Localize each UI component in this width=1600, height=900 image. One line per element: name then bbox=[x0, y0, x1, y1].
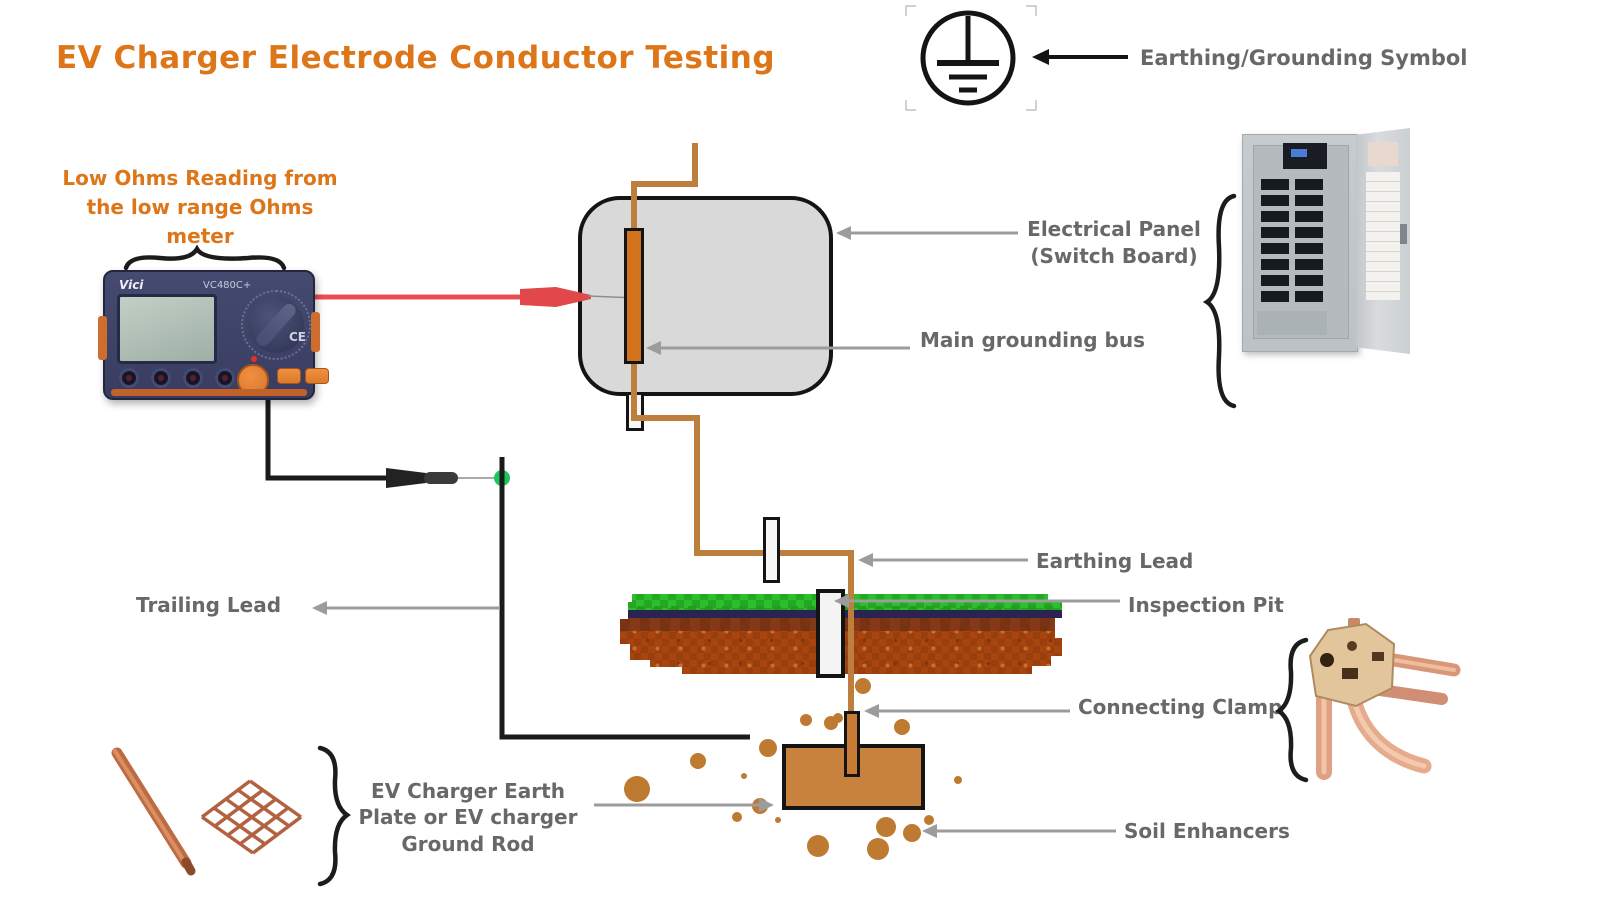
trailing-lead-arrow bbox=[312, 601, 500, 615]
ohm-meter: Vici VC480C+ CE bbox=[98, 270, 329, 400]
breaker-rows bbox=[1261, 179, 1323, 305]
trailing-lead-wire bbox=[265, 394, 750, 740]
meter-button bbox=[305, 368, 329, 384]
door-diagram-paper bbox=[1366, 172, 1400, 300]
meter-led bbox=[251, 356, 257, 362]
ground-rod-icon bbox=[111, 747, 196, 876]
label-electrical-panel: Electrical Panel (Switch Board) bbox=[1023, 216, 1205, 270]
probe-connection-dot bbox=[494, 470, 510, 486]
panel-door bbox=[1356, 128, 1410, 354]
label-main-grounding-bus: Main grounding bus bbox=[920, 328, 1145, 352]
label-inspection-pit: Inspection Pit bbox=[1128, 593, 1284, 617]
panel-cabinet bbox=[1242, 134, 1358, 352]
panel-photo-brace bbox=[1202, 193, 1237, 409]
panel-blank-area bbox=[1257, 311, 1327, 335]
connecting-clamp-box bbox=[844, 711, 860, 777]
meter-side-tab bbox=[311, 312, 320, 352]
connecting-clamp-photo bbox=[1308, 618, 1461, 780]
meter-dial-scale bbox=[241, 290, 311, 360]
meter-terminal bbox=[119, 368, 139, 388]
wire-connector-lower bbox=[763, 517, 780, 583]
label-electrical-panel-line2: (Switch Board) bbox=[1030, 244, 1198, 268]
meter-brand: Vici bbox=[119, 278, 144, 292]
meter-button bbox=[277, 368, 301, 384]
label-low-ohms-line1: Low Ohms Reading from bbox=[62, 166, 338, 190]
earth-mesh-icon bbox=[200, 779, 303, 855]
earth-plate-brace bbox=[317, 745, 351, 887]
earthing-lead-arrow bbox=[858, 553, 1028, 567]
label-low-ohms-line2: the low range Ohms meter bbox=[86, 195, 314, 248]
earthing-symbol-arrow bbox=[1032, 49, 1128, 65]
panel-display bbox=[1283, 143, 1327, 169]
meter-terminal bbox=[183, 368, 203, 388]
low-ohms-brace bbox=[123, 244, 287, 271]
meter-terminal bbox=[215, 368, 235, 388]
door-latch bbox=[1400, 224, 1407, 244]
earthing-grounding-symbol-icon bbox=[905, 5, 1037, 111]
label-earth-plate-line3: Ground Rod bbox=[401, 831, 535, 856]
meter-ce-mark: CE bbox=[289, 330, 307, 344]
meter-side-tab bbox=[98, 316, 107, 360]
connecting-clamp-arrow bbox=[864, 704, 1070, 718]
label-electrical-panel-line1: Electrical Panel bbox=[1027, 217, 1201, 241]
electrical-panel-box bbox=[578, 196, 833, 396]
earth-plate-arrow bbox=[594, 798, 774, 812]
electrical-panel-photo bbox=[1242, 128, 1410, 354]
clamp-photo-brace bbox=[1275, 637, 1309, 783]
soil-enhancers-arrow bbox=[922, 824, 1116, 838]
label-earth-plate-line2: Plate or EV charger bbox=[358, 805, 578, 830]
meter-terminal bbox=[151, 368, 171, 388]
label-earthing-lead: Earthing Lead bbox=[1036, 549, 1194, 573]
electrical-panel-arrow bbox=[836, 226, 1018, 240]
black-probe-tip bbox=[386, 468, 426, 488]
label-connecting-clamp: Connecting Clamp bbox=[1078, 695, 1283, 719]
label-low-ohms: Low Ohms Reading from the low range Ohms… bbox=[50, 164, 350, 251]
label-trailing-lead: Trailing Lead bbox=[136, 593, 282, 617]
label-earth-plate: EV Charger Earth Plate or EV charger Gro… bbox=[356, 778, 580, 857]
inspection-pit-box bbox=[816, 589, 845, 678]
wire-connector-upper bbox=[626, 392, 644, 431]
label-soil-enhancers: Soil Enhancers bbox=[1124, 819, 1290, 843]
main-grounding-bus-bar bbox=[624, 228, 644, 364]
label-earth-plate-line1: EV Charger Earth bbox=[371, 779, 565, 803]
meter-model: VC480C+ bbox=[203, 280, 252, 291]
meter-bottom-trim bbox=[111, 389, 307, 396]
page-title: EV Charger Electrode Conductor Testing bbox=[56, 40, 776, 76]
meter-lcd-display bbox=[117, 294, 217, 364]
door-label-sheet bbox=[1368, 142, 1398, 166]
label-earthing-symbol: Earthing/Grounding Symbol bbox=[1140, 46, 1468, 70]
meter-rotary-knob bbox=[248, 297, 304, 353]
